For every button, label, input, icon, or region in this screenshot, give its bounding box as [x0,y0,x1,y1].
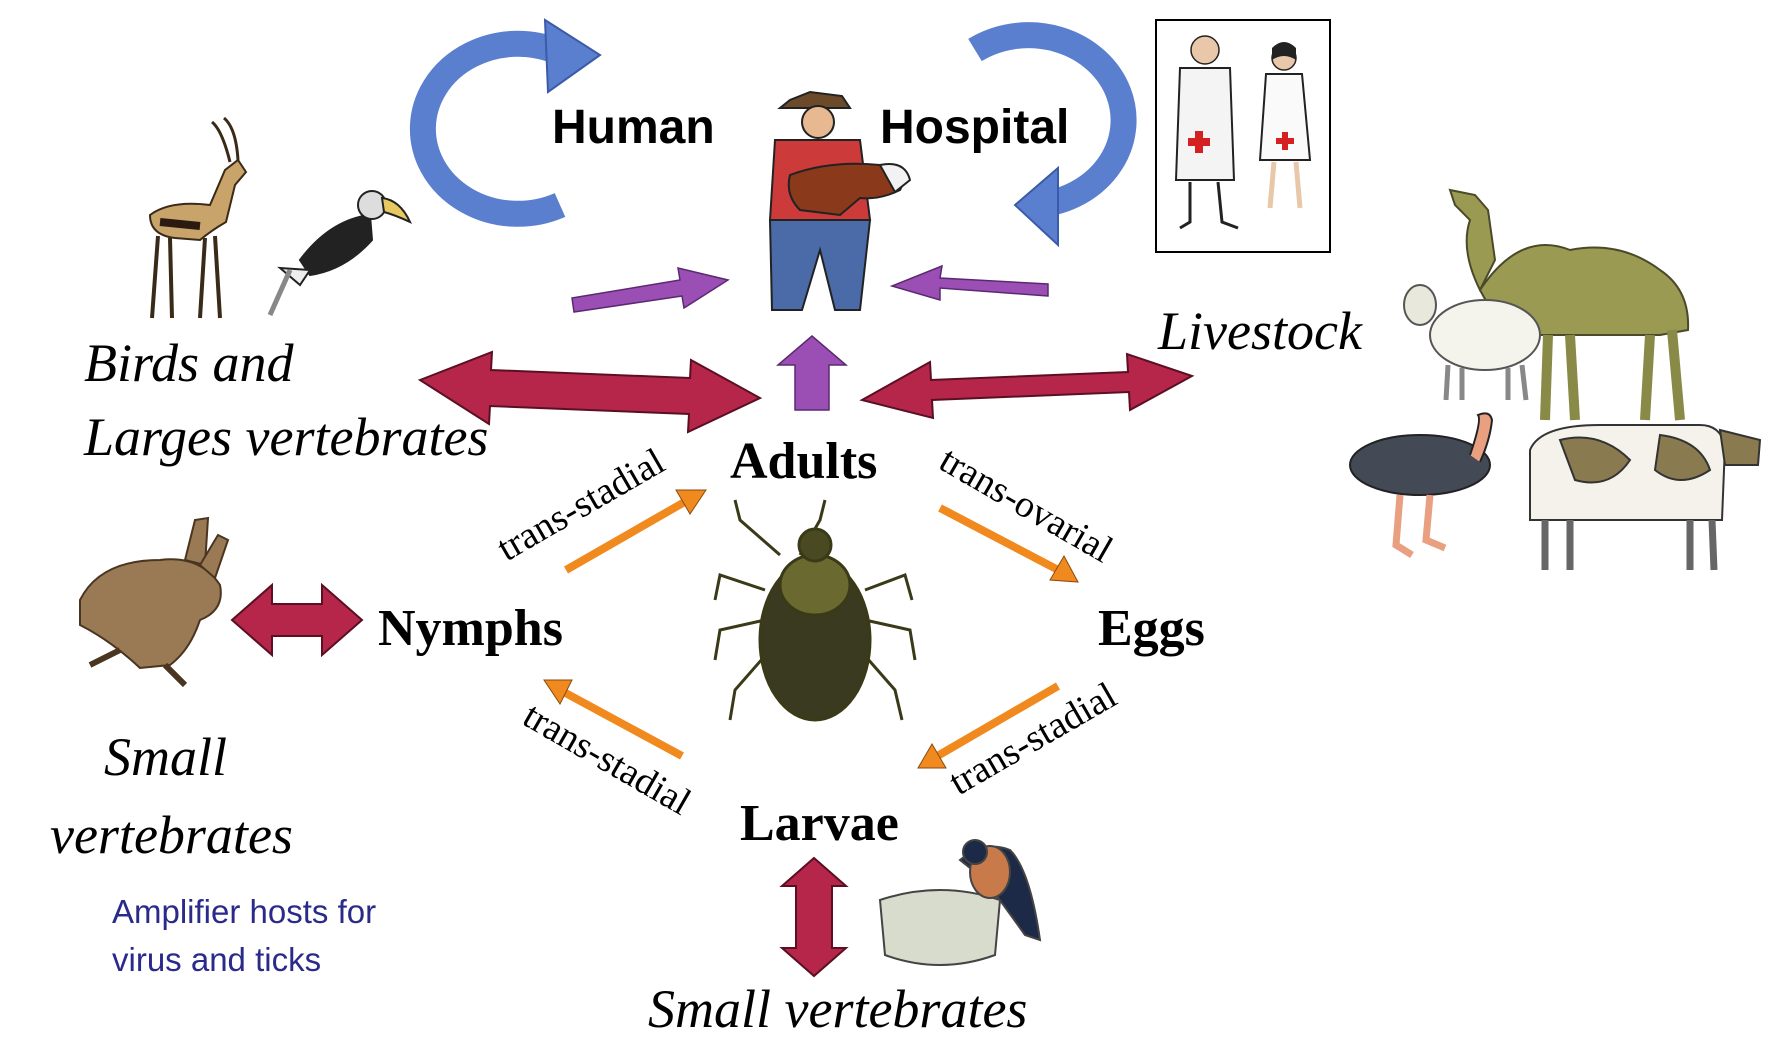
amplifier-note-line1: Amplifier hosts for [112,893,377,930]
double-arrow-hare [230,582,364,658]
larvae-label: Larvae [740,795,899,852]
amplifier-note-line2: virus and ticks [112,941,322,978]
small-vertebrates-label-line2: vertebrates [50,805,293,865]
cow-icon [1529,424,1762,571]
hornbill-icon [267,190,413,317]
double-arrow-birds [417,350,763,434]
doctor-and-nurse-icon [1155,19,1331,253]
double-arrow-larvae [779,856,849,978]
human-label: Human [552,101,715,154]
arrowhead-eggs [1049,554,1079,583]
small-vertebrates-bottom-label: Small vertebrates [648,979,1028,1039]
arrowhead-adults [675,489,707,515]
livestock-label: Livestock [1158,301,1362,361]
nymphs-label: Nymphs [378,600,563,657]
arrow-eggs-to-larvae [931,682,1061,762]
arrow-adults-to-eggs [938,504,1064,576]
arrow-larvae-to-nymphs [558,686,684,760]
arrow-nymphs-to-adults [564,496,690,574]
sheep-icon [1403,284,1541,401]
birds-label-line2: Larges vertebrates [84,407,489,467]
swallow-nest-icon [878,839,1042,966]
birds-label-line1: Birds and [84,333,294,393]
camel-icon [1448,188,1690,421]
arrowhead-nymphs [543,679,573,705]
gazelle-icon [148,116,248,319]
tick-icon [713,499,917,722]
purple-arrow-left [571,267,730,313]
hospital-cycle-arrow [968,22,1137,248]
small-vertebrates-label-line1: Small [104,727,228,787]
ostrich-icon [1349,412,1494,558]
double-arrow-livestock [859,352,1195,420]
eggs-label: Eggs [1098,600,1205,657]
farmer-with-calf-icon [768,90,912,311]
human-cycle-arrow [409,18,602,227]
arrowhead-larvae [917,743,947,769]
purple-arrow-up [775,335,849,411]
hare-icon [79,516,230,688]
hospital-label: Hospital [880,101,1070,154]
purple-arrow-right [889,264,1049,301]
adults-label: Adults [730,433,878,490]
